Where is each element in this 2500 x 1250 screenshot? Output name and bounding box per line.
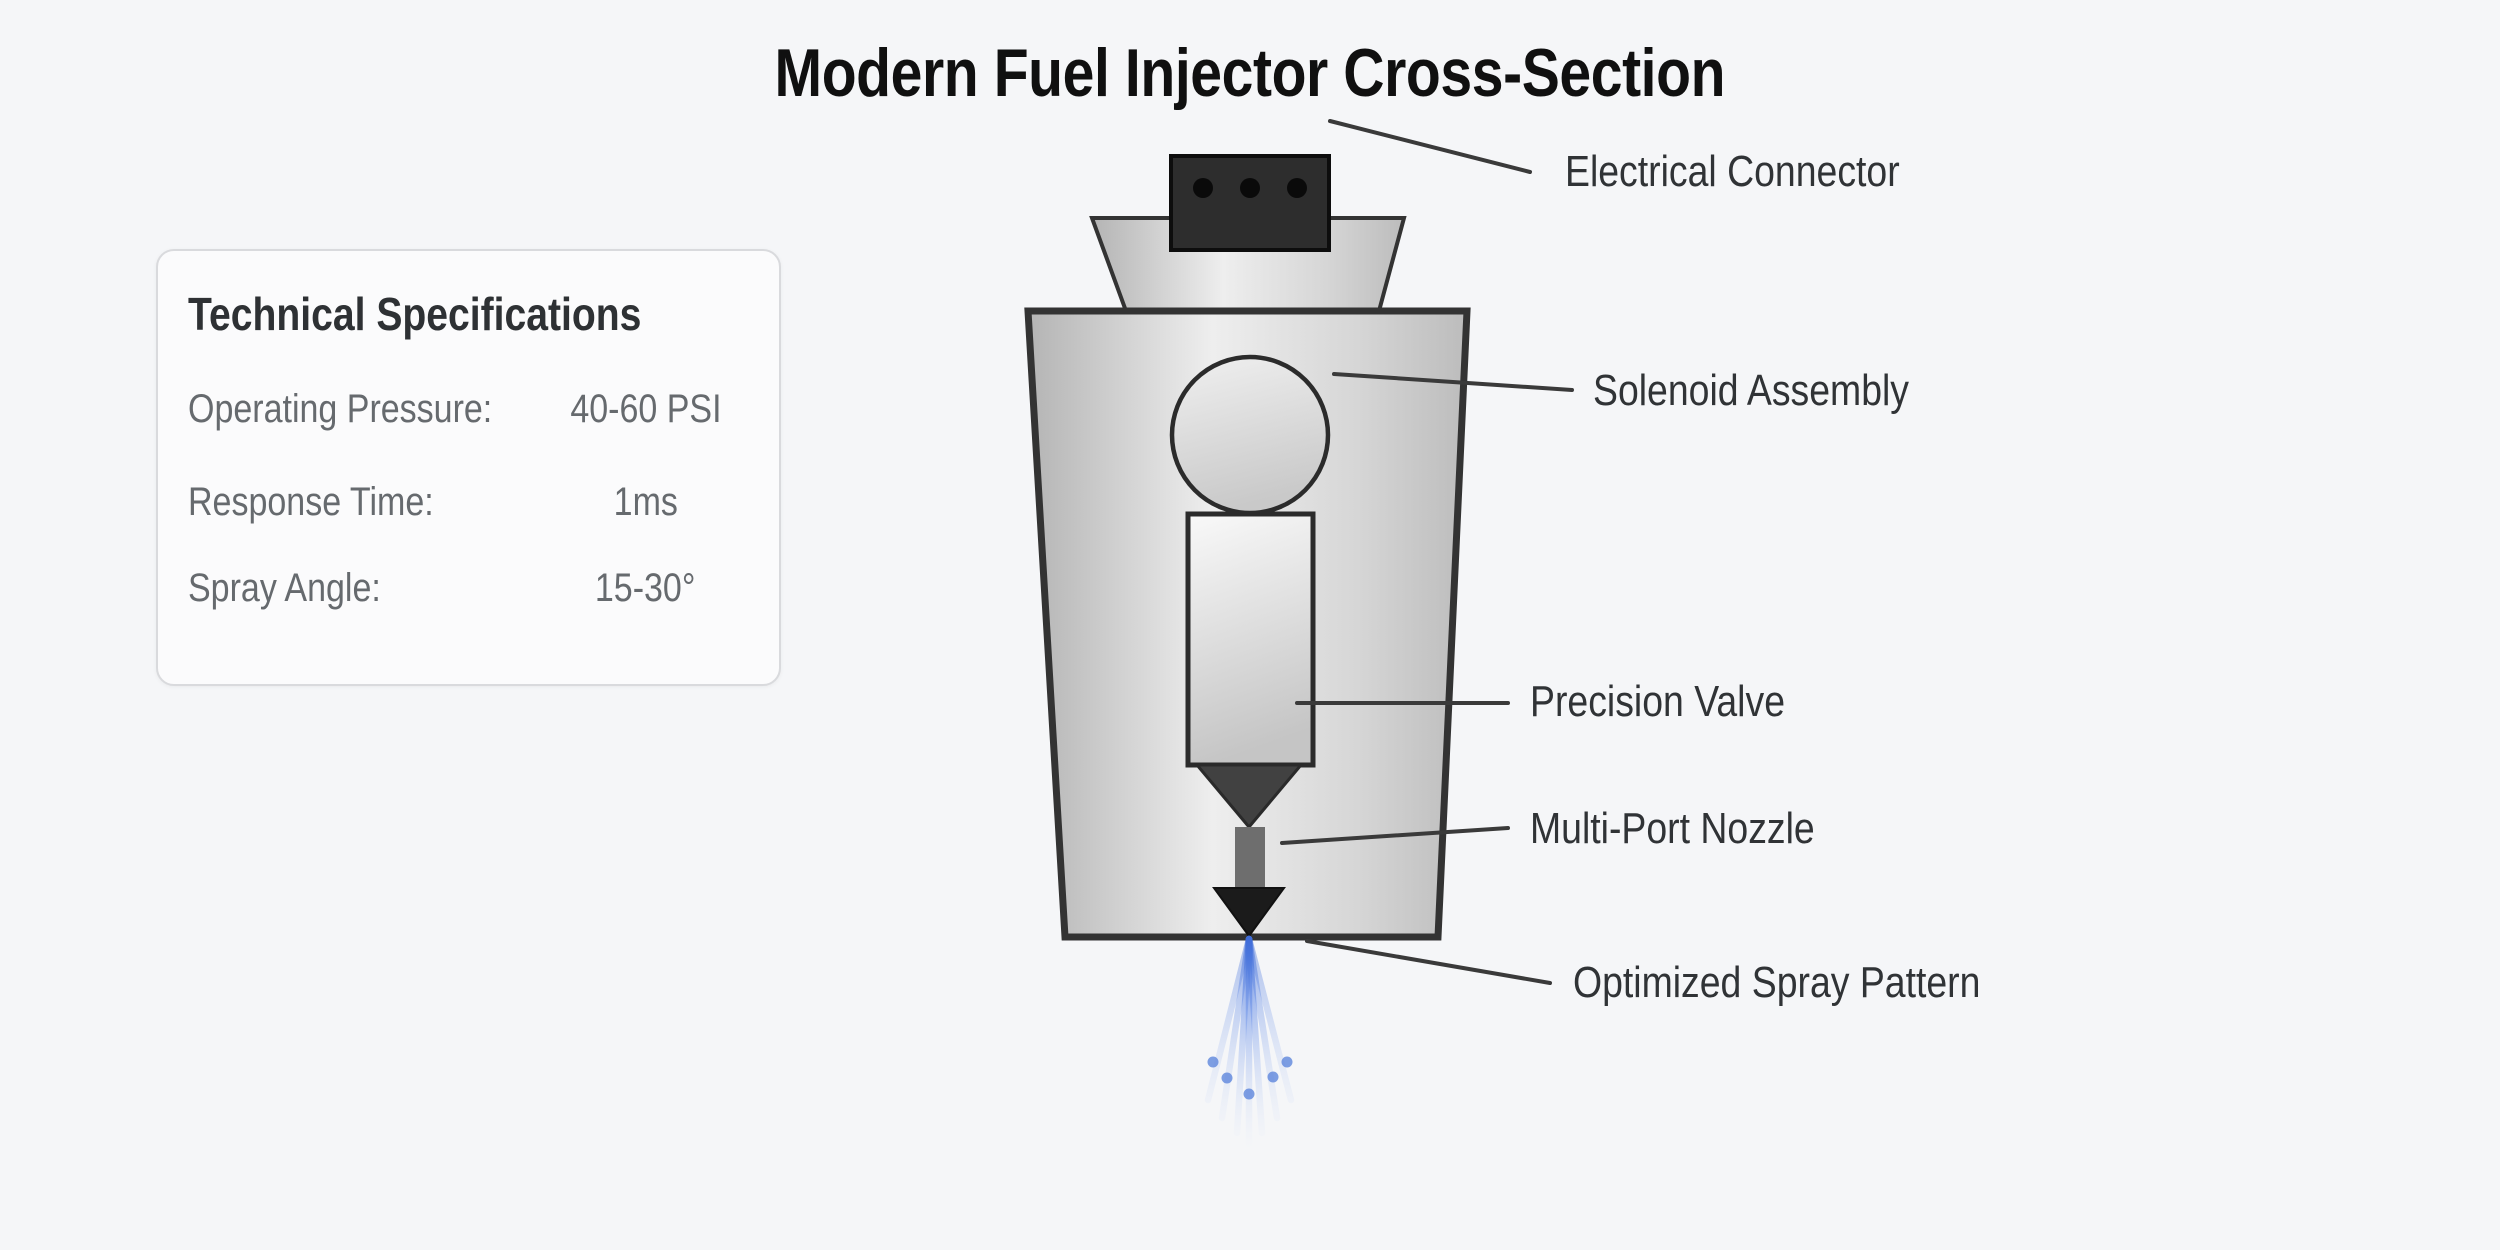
label-optimized-spray-pattern: Optimized Spray Pattern	[1573, 958, 1981, 1007]
connector-pin	[1240, 178, 1260, 198]
spray-pattern	[1204, 935, 1295, 1148]
spec-value: 15-30°	[595, 566, 696, 610]
leader-line-optimized-spray-pattern	[1305, 939, 1552, 985]
spec-label: Operating Pressure:	[188, 387, 493, 431]
label-precision-valve: Precision Valve	[1530, 677, 1785, 726]
leader-line-multi-port-nozzle	[1280, 826, 1510, 845]
spec-value: 40-60 PSI	[569, 387, 722, 431]
spray-line	[1245, 935, 1295, 1104]
spray-droplet	[1221, 1072, 1233, 1084]
leader-line-solenoid-assembly	[1332, 372, 1574, 392]
specs-panel-title: Technical Specifications	[188, 288, 642, 340]
label-electrical-connector: Electrical Connector	[1565, 147, 1900, 196]
nozzle-arrowhead	[1212, 887, 1286, 938]
technical-specifications-panel: Technical Specifications Operating Press…	[156, 249, 781, 686]
spec-value: 1ms	[613, 480, 678, 524]
nozzle-stem	[1235, 827, 1265, 888]
spec-label: Spray Angle:	[188, 566, 381, 610]
solenoid-circle	[1169, 354, 1331, 516]
leader-line-electrical-connector	[1328, 119, 1532, 174]
page-title: Modern Fuel Injector Cross-Section	[0, 34, 2500, 112]
spray-droplet	[1207, 1056, 1219, 1068]
spec-row-operating-pressure: Operating Pressure: 40-60 PSI	[188, 385, 753, 433]
connector-pin	[1193, 178, 1213, 198]
electrical-connector-block	[1169, 154, 1331, 252]
spec-row-response-time: Response Time: 1ms	[188, 478, 753, 526]
valve-body	[1185, 511, 1316, 768]
connector-pin	[1287, 178, 1307, 198]
spec-row-spray-angle: Spray Angle: 15-30°	[188, 564, 753, 612]
spray-droplets	[1207, 1056, 1293, 1100]
spray-droplet	[1243, 1088, 1255, 1100]
label-solenoid-assembly: Solenoid Assembly	[1593, 366, 1910, 415]
spray-droplet	[1281, 1056, 1293, 1068]
page-title-text: Modern Fuel Injector Cross-Section	[774, 35, 1726, 111]
label-multi-port-nozzle: Multi-Port Nozzle	[1530, 804, 1815, 853]
valve-tip	[1193, 763, 1305, 830]
spray-droplet	[1267, 1071, 1279, 1083]
spec-label: Response Time:	[188, 480, 434, 524]
